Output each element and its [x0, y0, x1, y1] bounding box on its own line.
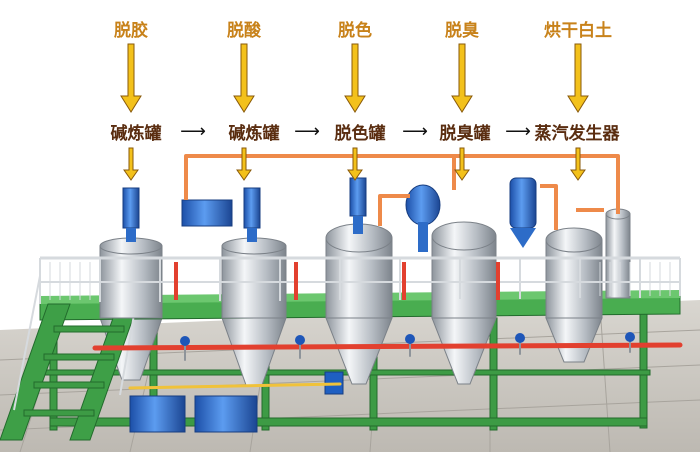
down-arrows	[120, 43, 589, 181]
down-arrow-icon	[451, 43, 473, 113]
down-arrow-icon	[454, 147, 470, 181]
down-arrow-icon	[344, 43, 366, 113]
down-arrow-icon	[570, 147, 586, 181]
upper-pipes	[184, 154, 620, 230]
stage-label-deodor: 脱臭罐	[439, 124, 491, 144]
stage-label-steam: 蒸汽发生器	[534, 124, 620, 144]
lower-pipes	[92, 339, 683, 390]
input-label-decolor: 脱色	[338, 21, 372, 41]
stage-label-alkali-1: 碱炼罐	[110, 124, 162, 144]
down-arrow-icon	[347, 147, 363, 181]
separators	[181, 177, 537, 252]
side-pipes	[174, 262, 500, 300]
stairs	[0, 275, 141, 441]
railings	[39, 256, 681, 304]
down-arrow-icon	[236, 147, 252, 181]
down-arrow-icon	[567, 43, 589, 113]
input-label-clay: 烘干白土	[544, 21, 612, 41]
down-arrow-icon	[120, 43, 142, 113]
valves	[180, 332, 635, 346]
down-arrow-icon	[123, 147, 139, 181]
stage-label-bleach: 脱色罐	[334, 124, 386, 144]
right-arrow-icon: ⟶	[505, 121, 531, 142]
bottom-tanks	[129, 371, 344, 433]
input-label-deodor: 脱臭	[445, 21, 479, 41]
input-label-degum: 脱胶	[114, 21, 148, 41]
agitator-motors	[122, 177, 367, 242]
stage-label-alkali-2: 碱炼罐	[228, 124, 280, 144]
down-arrow-icon	[233, 43, 255, 113]
input-label-deacid: 脱酸	[227, 21, 261, 41]
right-arrow-icon: ⟶	[180, 121, 206, 142]
right-arrow-icon: ⟶	[402, 121, 428, 142]
right-arrow-icon: ⟶	[294, 121, 320, 142]
